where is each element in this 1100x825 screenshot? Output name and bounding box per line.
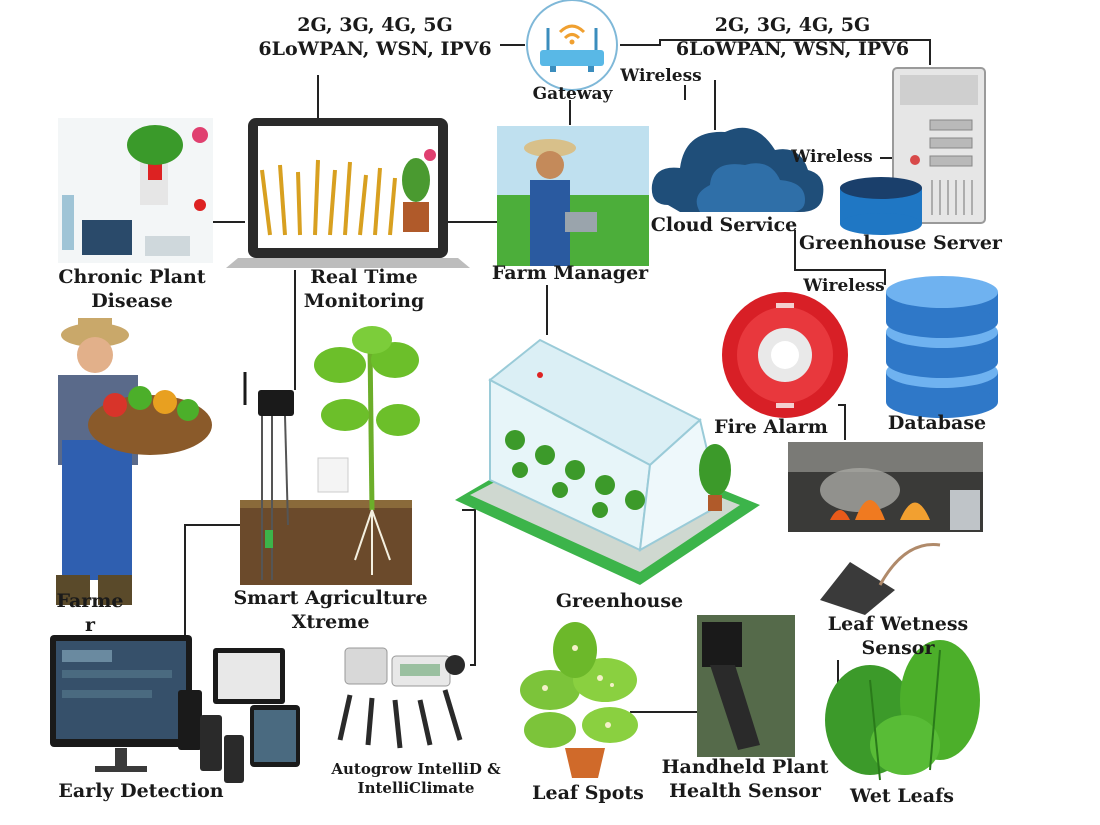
laptop-icon xyxy=(226,118,470,268)
connector-firealarm-photo xyxy=(838,404,846,440)
leaf-wetness-sensor-icon xyxy=(820,543,941,615)
farmer-icon xyxy=(56,318,212,605)
handheld-sensor-icon xyxy=(697,615,795,757)
fire-alarm-label: Fire Alarm xyxy=(714,416,828,438)
disk-icon xyxy=(840,177,922,235)
wireless-database-label: Wireless xyxy=(803,276,885,296)
connector-cloud-database xyxy=(794,230,886,285)
cloud-icon xyxy=(651,127,824,212)
fire-photo-icon xyxy=(788,442,983,532)
wireless-top-label: Wireless xyxy=(620,66,702,86)
wireless-server-label: Wireless xyxy=(791,147,873,167)
fire-alarm-icon xyxy=(722,292,848,418)
cloud-service-label: Cloud Service xyxy=(650,214,798,236)
greenhouse-icon xyxy=(455,338,760,585)
farmer-label: Farme r xyxy=(52,590,128,638)
rtm-line1: Real Time xyxy=(310,266,418,288)
leaf-spots-label: Leaf Spots xyxy=(532,782,644,804)
plant-lab-icon xyxy=(58,118,213,263)
monitor-icon xyxy=(50,635,300,783)
connector-autogrow-greenhouse xyxy=(462,509,476,666)
leaf-wetness-line1: Leaf Wetness xyxy=(827,613,969,635)
database-label: Database xyxy=(887,412,987,434)
sax-line1: Smart Agriculture xyxy=(233,587,428,609)
greenhouse-server-label: Greenhouse Server xyxy=(799,232,1002,254)
farmer-line2: r xyxy=(84,613,95,636)
smart-agriculture-xtreme-label: Smart Agriculture Xtreme xyxy=(228,587,433,635)
sax-line2: Xtreme xyxy=(291,610,370,633)
farm-manager-label: Farm Manager xyxy=(491,262,649,284)
gateway-label: Gateway xyxy=(532,84,613,104)
rtm-line2: Monitoring xyxy=(303,289,425,312)
leaf-spots-plant-icon xyxy=(520,622,638,778)
leaf-wetness-line2: Sensor xyxy=(861,636,935,659)
autogrow-label: Autogrow IntelliD & IntelliClimate xyxy=(316,760,516,798)
connector-early-detection xyxy=(184,524,240,645)
network-left-line1: 2G, 3G, 4G, 5G xyxy=(297,14,453,36)
database-icon xyxy=(886,276,998,418)
wet-leafs-label: Wet Leafs xyxy=(850,785,954,807)
autogrow-line1: Autogrow IntelliD & xyxy=(331,760,501,778)
handheld-line1: Handheld Plant xyxy=(661,756,829,778)
real-time-monitoring-label: Real Time Monitoring xyxy=(300,266,428,314)
chronic-line2: Disease xyxy=(91,289,173,312)
handheld-plant-health-sensor-label: Handheld Plant Health Sensor xyxy=(656,756,834,804)
farmer-line1: Farme xyxy=(56,590,124,612)
autogrow-line2: IntelliClimate xyxy=(357,778,475,797)
router-icon xyxy=(526,0,618,91)
network-protocols-left: 2G, 3G, 4G, 5G 6LoWPAN, WSN, IPV6 xyxy=(245,14,505,62)
network-left-line2: 6LoWPAN, WSN, IPV6 xyxy=(258,37,492,60)
handheld-line2: Health Sensor xyxy=(669,779,821,802)
network-protocols-right: 2G, 3G, 4G, 5G 6LoWPAN, WSN, IPV6 xyxy=(660,14,925,62)
network-right-line1: 2G, 3G, 4G, 5G xyxy=(714,14,871,36)
chronic-line1: Chronic Plant xyxy=(58,266,206,288)
greenhouse-label: Greenhouse xyxy=(555,590,684,612)
soil-sensor-icon xyxy=(240,326,420,585)
wet-leaf-icon xyxy=(825,640,980,781)
chronic-plant-disease-label: Chronic Plant Disease xyxy=(54,266,210,314)
early-detection-label: Early Detection xyxy=(58,780,224,802)
farm-manager-icon xyxy=(497,126,649,266)
leaf-wetness-sensor-label: Leaf Wetness Sensor xyxy=(822,613,974,661)
autogrow-devices-icon xyxy=(337,647,465,749)
connector-gateway-right xyxy=(620,39,931,65)
network-right-line2: 6LoWPAN, WSN, IPV6 xyxy=(675,37,910,60)
